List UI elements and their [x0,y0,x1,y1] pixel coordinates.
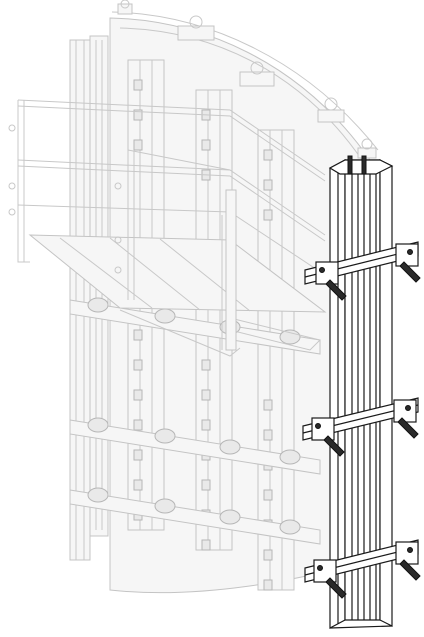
profile-top-cap [328,159,394,175]
clamp-handle-left [325,279,347,301]
working-platform [8,99,327,357]
clamp-head-left [313,559,337,583]
lifting-eye [239,61,275,87]
clamp-head-right [393,399,417,423]
lifting-eye [177,15,215,41]
clamp-top [304,241,421,301]
lifting-eye [317,97,345,123]
lifting-eye [117,0,133,15]
panel-top-arc-inner [119,27,363,161]
panel-top-arc [111,11,379,151]
waler-clamps [87,297,301,535]
clamp-handle-right [399,261,421,283]
lifting-eyes [117,0,377,159]
clamp-assemblies [302,241,421,599]
clamp-handle-right [397,417,419,439]
left-vertical-frame [69,35,109,561]
guardrail-top-rail [17,99,326,176]
lifting-eye [357,138,377,159]
clamp-head-left [311,417,335,441]
clamp-handle-left [325,577,347,599]
clamp-bottom [304,539,421,599]
platform-end-frame [225,189,237,351]
horizontal-walers [69,297,321,545]
clamp-handle-right [399,559,421,581]
clamp-handle-left [323,435,345,457]
clamp-head-left [315,261,339,285]
clamp-head-right [395,541,419,565]
end-stop-profile [328,155,394,629]
clamp-middle [302,397,419,457]
platform-deck [28,234,327,313]
clamp-head-right [395,243,419,267]
strongback [257,129,295,591]
